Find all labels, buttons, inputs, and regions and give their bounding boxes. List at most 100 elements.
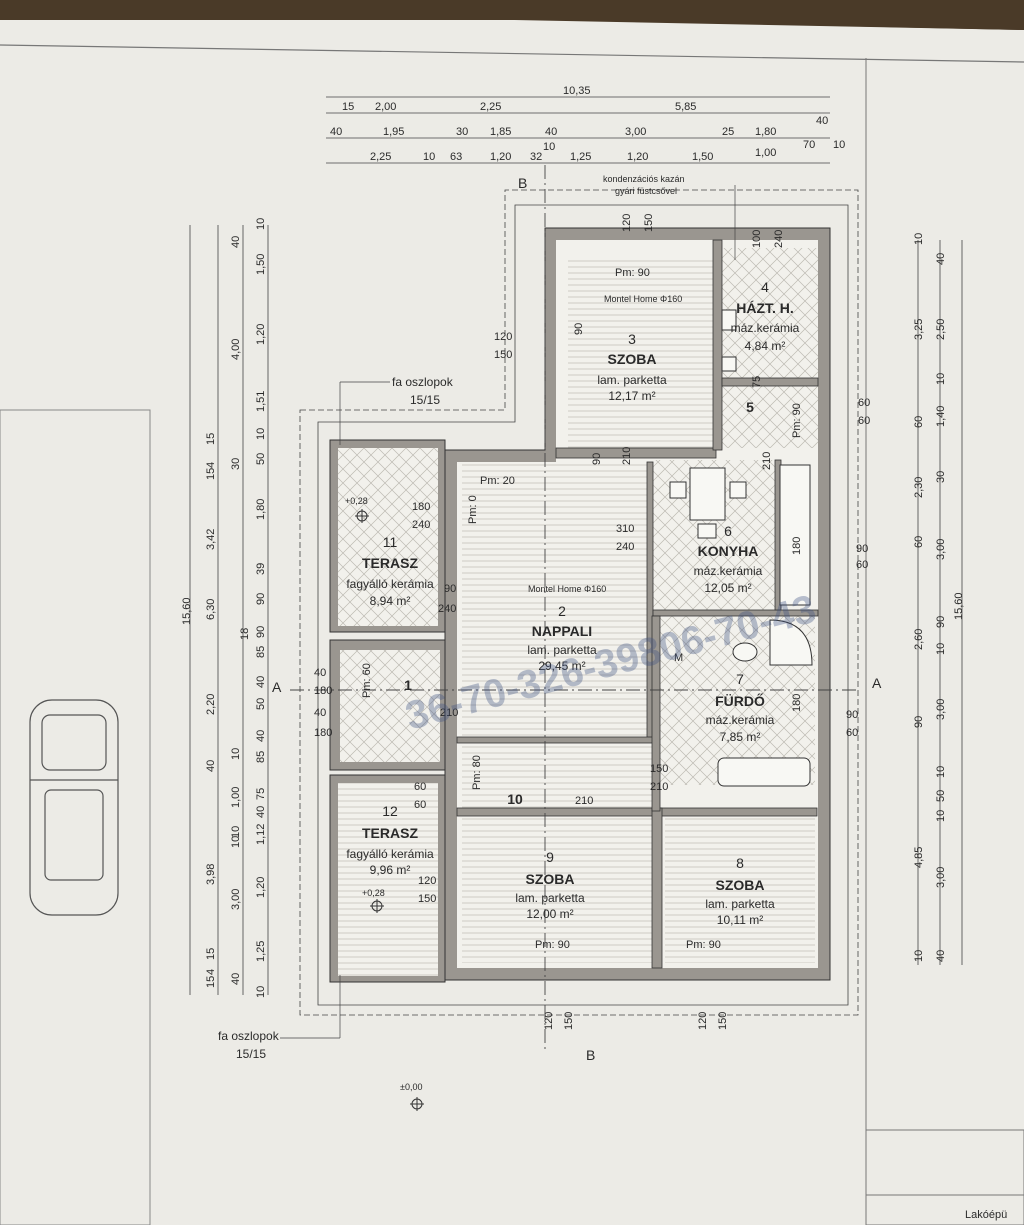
svg-text:180: 180 [791, 537, 803, 555]
svg-text:8: 8 [736, 855, 744, 871]
svg-text:90: 90 [255, 626, 267, 638]
left-dimension-labels: 15,60 3,42 6,30 3,98 4,00 1,80 2,20 1,00… [181, 218, 267, 998]
svg-text:15: 15 [342, 101, 354, 113]
svg-text:lam. parketta: lam. parketta [515, 891, 585, 905]
columns-size-bottom: 15/15 [236, 1047, 266, 1061]
room-2-floor [462, 462, 647, 737]
svg-text:10: 10 [913, 950, 925, 962]
level-ground: ±0,00 [400, 1082, 422, 1092]
svg-text:fagyálló kerámia: fagyálló kerámia [346, 847, 434, 861]
svg-text:40: 40 [816, 115, 828, 127]
svg-text:18: 18 [239, 628, 251, 640]
room-label-6: 6 KONYHA máz.kerámia 12,05 m² [694, 523, 763, 595]
room-label-9: 9 SZOBA lam. parketta 12,00 m² [515, 849, 585, 921]
title-block [865, 1129, 1024, 1225]
svg-text:10: 10 [507, 791, 523, 807]
svg-text:30: 30 [456, 126, 468, 138]
svg-text:40: 40 [205, 760, 217, 772]
svg-text:SZOBA: SZOBA [526, 871, 575, 887]
svg-text:8,94 m²: 8,94 m² [370, 594, 411, 608]
svg-text:210: 210 [621, 447, 633, 465]
svg-text:1,80: 1,80 [755, 126, 776, 138]
svg-text:210: 210 [761, 452, 773, 470]
room-label-3: 3 SZOBA lam. parketta 12,17 m² [597, 331, 667, 403]
svg-text:SZOBA: SZOBA [716, 877, 765, 893]
svg-text:12,17 m²: 12,17 m² [608, 389, 655, 403]
svg-text:12: 12 [382, 803, 398, 819]
svg-text:30: 30 [230, 458, 242, 470]
svg-text:75: 75 [255, 788, 267, 800]
svg-text:Pm: 60: Pm: 60 [361, 663, 373, 698]
svg-text:90: 90 [573, 323, 585, 335]
svg-text:120: 120 [697, 1012, 709, 1030]
svg-text:63: 63 [450, 151, 462, 163]
opening-labels: Pm: 90 120 150 120 150 90 100 240 Pm: 20… [314, 214, 870, 1030]
svg-text:1,85: 1,85 [490, 126, 511, 138]
terrace-11-floor [338, 448, 438, 626]
svg-text:10: 10 [230, 748, 242, 760]
bathtub [717, 309, 813, 787]
svg-text:40: 40 [314, 667, 326, 679]
section-b-top: B [518, 175, 527, 191]
svg-text:10: 10 [935, 810, 947, 822]
columns-size-top: 15/15 [410, 393, 440, 407]
room-3-floor [568, 256, 713, 448]
interior-walls [456, 239, 819, 969]
svg-text:4,85: 4,85 [913, 847, 925, 868]
terrace-12-floor [338, 783, 438, 976]
svg-text:10,35: 10,35 [563, 85, 591, 97]
svg-text:TERASZ: TERASZ [362, 825, 418, 841]
svg-text:15: 15 [205, 976, 217, 988]
svg-text:M: M [674, 652, 683, 664]
svg-text:2,25: 2,25 [480, 101, 501, 113]
svg-text:10: 10 [255, 428, 267, 440]
svg-text:4,84 m²: 4,84 m² [745, 339, 786, 353]
level-marker-icon [355, 509, 424, 1111]
svg-text:10: 10 [543, 141, 555, 153]
svg-text:15,60: 15,60 [181, 597, 193, 625]
svg-text:1,40: 1,40 [935, 406, 947, 427]
svg-text:6,30: 6,30 [205, 599, 217, 620]
svg-text:10: 10 [230, 826, 242, 838]
svg-text:60: 60 [846, 727, 858, 739]
svg-text:1,50: 1,50 [692, 151, 713, 163]
room-label-5: 5 [746, 399, 754, 415]
montel-note-2: Montel Home Φ160 [528, 584, 606, 594]
svg-text:10: 10 [935, 643, 947, 655]
svg-text:2: 2 [558, 603, 566, 619]
svg-text:Pm: 90: Pm: 90 [791, 403, 803, 438]
room-1-floor [340, 650, 440, 762]
svg-text:1: 1 [404, 677, 412, 693]
svg-text:3,00: 3,00 [230, 889, 242, 910]
svg-text:10: 10 [833, 139, 845, 151]
svg-text:180: 180 [791, 694, 803, 712]
car-icon [29, 699, 119, 916]
svg-text:1,51: 1,51 [255, 391, 267, 412]
svg-text:50: 50 [935, 790, 947, 802]
svg-text:32: 32 [530, 151, 542, 163]
svg-text:5,85: 5,85 [675, 101, 696, 113]
svg-text:1,20: 1,20 [627, 151, 648, 163]
svg-text:240: 240 [616, 541, 634, 553]
svg-text:Pm: 0: Pm: 0 [467, 495, 479, 524]
svg-text:lam. parketta: lam. parketta [527, 643, 597, 657]
room-label-10: 10 [507, 791, 523, 807]
svg-text:40: 40 [935, 950, 947, 962]
svg-text:2,25: 2,25 [370, 151, 391, 163]
svg-text:120: 120 [543, 1012, 555, 1030]
svg-text:39: 39 [255, 563, 267, 575]
svg-text:11: 11 [383, 534, 398, 550]
title-block-text: Lakóépü [965, 1209, 1007, 1221]
svg-text:2,30: 2,30 [913, 477, 925, 498]
roof-eave-outline [299, 189, 859, 1016]
left-dimension-chain [189, 225, 269, 995]
svg-text:5: 5 [746, 399, 754, 415]
svg-text:2,60: 2,60 [913, 629, 925, 650]
svg-text:7: 7 [736, 671, 744, 687]
svg-text:10: 10 [935, 373, 947, 385]
svg-text:15: 15 [205, 468, 217, 480]
svg-text:4: 4 [205, 462, 217, 468]
svg-text:lam. parketta: lam. parketta [705, 897, 775, 911]
right-dimension-labels: 15,60 3,25 2,30 2,60 4,85 2,50 1,40 3,00… [913, 233, 965, 962]
svg-text:85: 85 [255, 751, 267, 763]
